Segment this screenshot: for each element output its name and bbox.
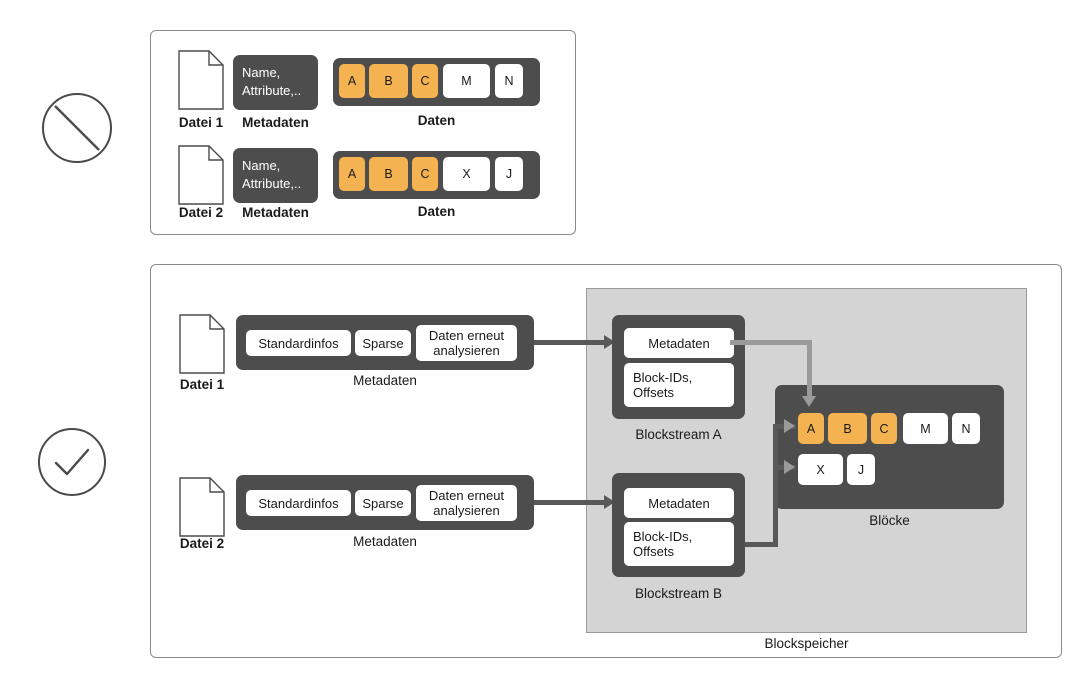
metadata-pill-daten-erneut-analysieren: Daten erneut analysieren — [416, 325, 517, 361]
metadata-caption-2: Metadaten — [242, 205, 309, 220]
data-caption-1: Daten — [417, 113, 456, 128]
block-chip: A — [339, 64, 365, 98]
metadata-caption-2: Metadaten — [353, 534, 417, 549]
blockstream-a-metadaten-pill: Metadaten — [624, 328, 734, 358]
metadata-caption-1: Metadaten — [353, 373, 417, 388]
prohibition-icon — [42, 93, 112, 163]
metadata-line-2: Attribute,.. — [242, 83, 302, 98]
blockstream-a-blockids-pill: Block-IDs, Offsets — [624, 363, 734, 407]
connector-a-metadaten-v — [807, 340, 812, 398]
metadata-caption-1: Metadaten — [242, 115, 309, 130]
file-document-icon — [178, 50, 224, 110]
metadata-line-2: Attribute,.. — [242, 176, 302, 191]
connector-file1-to-blockstreamA — [534, 340, 606, 345]
connector-b-blockids-v-main — [745, 542, 778, 547]
arrowhead-b-to-row2 — [784, 460, 795, 474]
metadata-box-1: Name, Attribute,.. — [233, 55, 318, 110]
blockstream-a-caption: Blockstream A — [635, 427, 722, 442]
blockids-line-1: Block-IDs, — [633, 370, 693, 385]
connector-a-metadaten-h — [730, 340, 812, 345]
bloecke-caption: Blöcke — [869, 513, 910, 528]
file-label-2: Datei 2 — [178, 205, 224, 220]
file-document-icon — [178, 145, 224, 205]
pill-text: Daten erneut analysieren — [428, 488, 505, 518]
file-label-2: Datei 2 — [179, 536, 225, 551]
block-chip: N — [495, 64, 523, 98]
block-chip: C — [412, 157, 438, 191]
metadata-pill-standardinfos: Standardinfos — [246, 330, 351, 356]
file-label-1: Datei 1 — [179, 377, 225, 392]
block-chip: C — [412, 64, 438, 98]
block-chip: B — [828, 413, 867, 444]
arrowhead-file2-to-blockstreamB — [604, 495, 615, 509]
file-document-icon — [179, 314, 225, 374]
check-circle-icon — [38, 428, 106, 496]
metadata-line-1: Name, — [242, 158, 281, 173]
metadata-pill-sparse: Sparse — [355, 330, 411, 356]
block-chip: M — [443, 64, 490, 98]
block-chip: N — [952, 413, 980, 444]
block-chip: A — [339, 157, 365, 191]
block-chip: B — [369, 157, 408, 191]
block-chip: J — [847, 454, 875, 485]
metadata-line-1: Name, — [242, 65, 281, 80]
metadata-pill-sparse: Sparse — [355, 490, 411, 516]
block-chip: X — [443, 157, 490, 191]
block-chip: C — [871, 413, 897, 444]
blockids-line-1: Block-IDs, — [633, 529, 693, 544]
blockstream-b-blockids-pill: Block-IDs, Offsets — [624, 522, 734, 566]
arrowhead-a-metadaten-to-bloecke — [802, 396, 816, 407]
block-chip: M — [903, 413, 948, 444]
block-chip: X — [798, 454, 843, 485]
blockstream-b-caption: Blockstream B — [634, 586, 723, 601]
metadata-pill-standardinfos: Standardinfos — [246, 490, 351, 516]
arrowhead-file1-to-blockstreamA — [604, 335, 615, 349]
file-document-icon — [179, 477, 225, 537]
block-chip: B — [369, 64, 408, 98]
block-chip: A — [798, 413, 824, 444]
block-chip: J — [495, 157, 523, 191]
blockids-line-2: Offsets — [633, 385, 674, 400]
metadata-pill-daten-erneut-analysieren: Daten erneut analysieren — [416, 485, 517, 521]
connector-b-blockids-riser — [773, 424, 778, 547]
metadata-box-2: Name, Attribute,.. — [233, 148, 318, 203]
pill-text: Daten erneut analysieren — [428, 328, 505, 358]
arrowhead-b-to-row1 — [784, 419, 795, 433]
file-label-1: Datei 1 — [178, 115, 224, 130]
connector-file2-to-blockstreamB — [534, 500, 606, 505]
data-caption-2: Daten — [417, 204, 456, 219]
blockstream-b-metadaten-pill: Metadaten — [624, 488, 734, 518]
blockids-line-2: Offsets — [633, 544, 674, 559]
blockspeicher-caption: Blockspeicher — [764, 636, 849, 651]
